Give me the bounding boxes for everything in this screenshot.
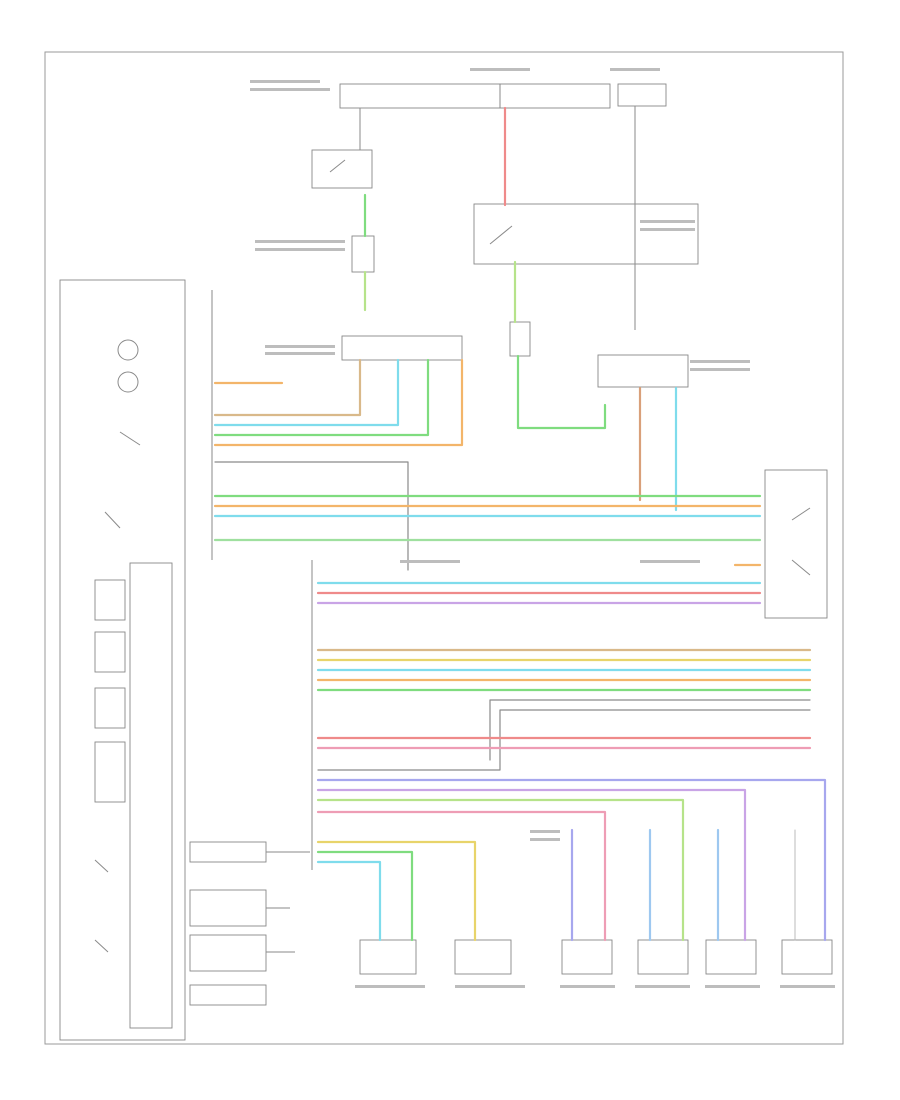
wire-violet-2 [316, 788, 747, 942]
wire-pink-2 [316, 810, 607, 942]
right-switch-box [764, 469, 828, 619]
controller-box [129, 562, 173, 1029]
left-controls [59, 279, 310, 1041]
relay-2 [189, 889, 267, 927]
connector-b [509, 321, 531, 357]
diagram-border [44, 51, 844, 1045]
relay-box [473, 203, 699, 265]
actuator-3 [561, 939, 613, 975]
top-fuse-area [311, 83, 699, 388]
wire-green-6 [316, 850, 414, 942]
left-sensor-2 [94, 631, 126, 673]
actuator-5 [705, 939, 757, 975]
relay-1 [189, 841, 267, 863]
left-sensor-4 [94, 741, 126, 803]
wire-yellow-2 [316, 840, 477, 942]
left-sensor-3 [94, 687, 126, 729]
module-box [597, 354, 689, 388]
left-control-panel [59, 279, 186, 1041]
wire-gray-1 [214, 461, 409, 571]
wire-gray-2 [489, 699, 811, 761]
actuator-6 [781, 939, 833, 975]
ignition-switch [311, 149, 373, 189]
wire-gray-3 [317, 709, 811, 771]
splice-box [341, 335, 463, 361]
left-sensor-1 [94, 579, 126, 621]
wire-tan-1 [213, 358, 362, 417]
wire-blue-1 [316, 778, 827, 942]
bottom-actuators [359, 939, 833, 975]
relay-4 [189, 984, 267, 1006]
wire-green-1 [213, 358, 430, 437]
wire-cyan-6 [316, 860, 382, 942]
label-marks [250, 68, 835, 988]
actuator-1 [359, 939, 417, 975]
control-knob-1 [117, 339, 139, 361]
wire-group [213, 106, 827, 942]
control-knob-2 [117, 371, 139, 393]
wire-cyan-1 [213, 358, 400, 427]
connector-a [351, 235, 375, 273]
relay-3 [189, 934, 267, 972]
wire-lightgreen-c [316, 798, 685, 942]
wire-green-2 [516, 354, 607, 430]
actuator-2 [454, 939, 512, 975]
actuator-4 [637, 939, 689, 975]
wire-orange-2 [213, 358, 464, 447]
